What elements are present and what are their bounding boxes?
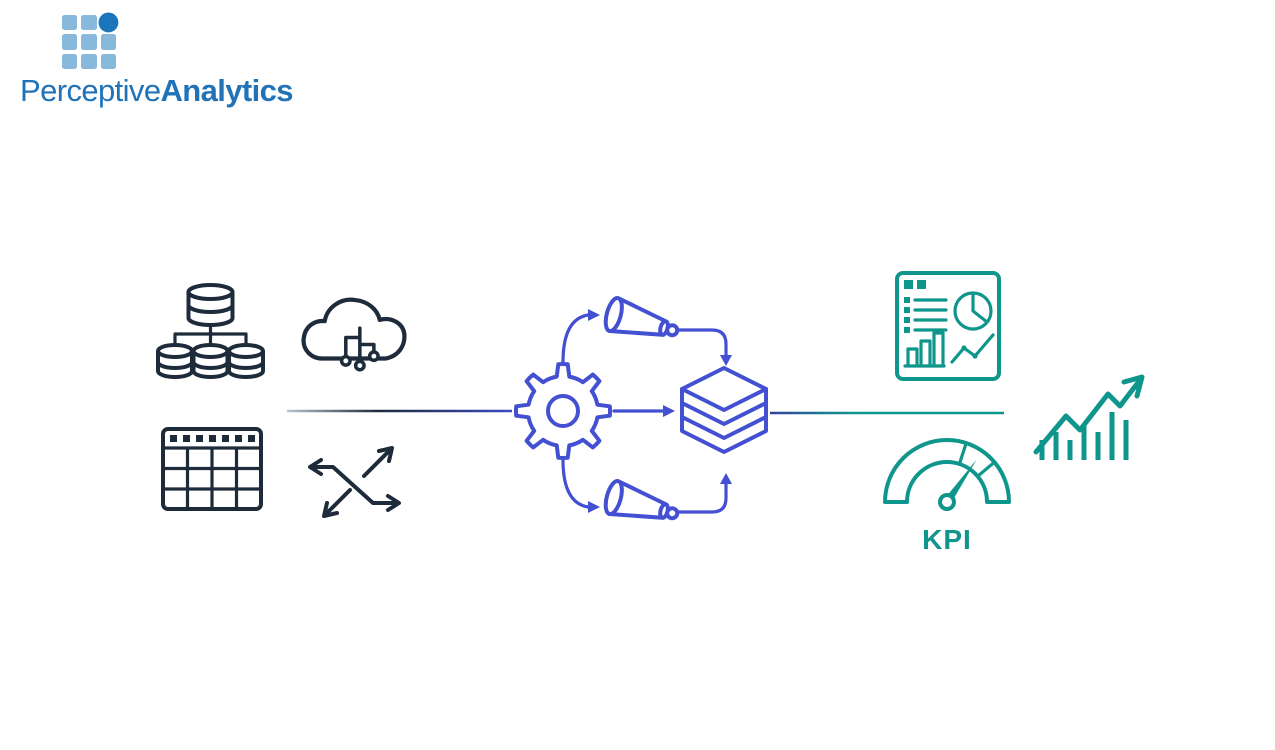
arrow-gear-to-bottom-funnel — [561, 458, 590, 509]
logo-square — [100, 34, 116, 50]
funnel-bottom-icon — [603, 479, 680, 521]
flow-arrows — [561, 309, 732, 514]
logo-square — [62, 53, 78, 69]
arrow-bottom-funnel-to-stack — [676, 482, 728, 514]
arrowhead — [588, 309, 600, 321]
logo-dot — [98, 12, 119, 33]
db-bottom-cylinder — [156, 343, 194, 379]
db-bottom-cylinder — [191, 343, 230, 379]
arrow-gear-to-top-funnel — [561, 313, 590, 364]
growth-chart-icon — [1033, 374, 1145, 460]
circuit-node — [367, 350, 380, 363]
funnel-body — [603, 479, 670, 520]
funnel-top-icon — [603, 296, 680, 338]
db-top-cylinder — [186, 283, 235, 327]
kpi-gauge-icon — [883, 438, 1011, 511]
db-cluster-connectors — [173, 324, 248, 346]
arrowhead-southwest — [322, 501, 339, 518]
logo-square — [62, 15, 78, 31]
brand-name-perceptive: Perceptive — [20, 73, 161, 108]
db-bottom-cylinder — [227, 343, 265, 379]
arrowhead-right — [386, 494, 401, 512]
kpi-label: KPI — [922, 524, 972, 555]
brand-name-analytics: Analytics — [160, 73, 293, 108]
logo-square — [81, 53, 97, 69]
logo-square — [100, 53, 116, 69]
circuit-lines — [344, 326, 376, 363]
line-chart-dot — [972, 353, 978, 359]
dashboard-frame — [895, 271, 1001, 381]
growth-bars — [1039, 412, 1129, 460]
funnel-outlet — [665, 506, 680, 521]
gear-icon — [513, 361, 613, 461]
data-stack-icon — [680, 366, 768, 454]
stack-layers — [680, 387, 768, 440]
gauge-hub — [938, 493, 956, 511]
logo-square — [81, 15, 97, 31]
gear-outline — [513, 361, 613, 461]
gauge-band — [883, 438, 1011, 504]
list-bullets — [904, 297, 910, 333]
exchange-arrows-icon — [308, 446, 401, 518]
pie-chart — [953, 291, 993, 331]
circuit-node — [353, 359, 366, 372]
brand-logo-icon — [62, 12, 119, 69]
zigzag-arrow-line — [309, 465, 400, 505]
arrowhead — [588, 501, 600, 513]
window-controls — [904, 280, 926, 289]
gear-hub — [546, 394, 580, 428]
gauge-ticks — [957, 441, 997, 478]
pie-wedge-lines — [971, 291, 989, 324]
table-header-cells — [170, 435, 255, 442]
bar-chart — [903, 331, 946, 368]
growth-arrowhead — [1121, 374, 1145, 399]
arrowhead-left — [308, 458, 323, 476]
table-grid-lines — [161, 446, 263, 511]
cloud-outline — [301, 297, 407, 361]
arrowhead — [663, 405, 675, 417]
brand-wordmark: PerceptiveAnalytics — [20, 73, 294, 109]
line-chart-dot — [961, 345, 967, 351]
list-lines — [913, 298, 948, 332]
gauge-needle — [943, 459, 977, 505]
data-table-icon — [161, 427, 263, 511]
growth-arrow — [1033, 377, 1143, 455]
cloud-network-icon — [301, 297, 407, 372]
line-chart — [950, 333, 995, 364]
dashboard-report-icon — [895, 271, 1001, 381]
logo-square — [62, 34, 78, 50]
logo-square — [81, 34, 97, 50]
diagonal-double-arrow-line — [323, 448, 392, 517]
arrowhead — [720, 355, 732, 366]
database-cluster-icon — [156, 283, 265, 379]
arrow-top-funnel-to-stack — [676, 328, 728, 357]
arrowhead — [720, 473, 732, 484]
brand-logo: PerceptiveAnalytics — [20, 12, 350, 115]
funnel-outlet — [665, 323, 680, 338]
arrowhead-northeast — [377, 446, 394, 463]
funnel-body — [603, 296, 670, 337]
circuit-node — [339, 354, 352, 367]
